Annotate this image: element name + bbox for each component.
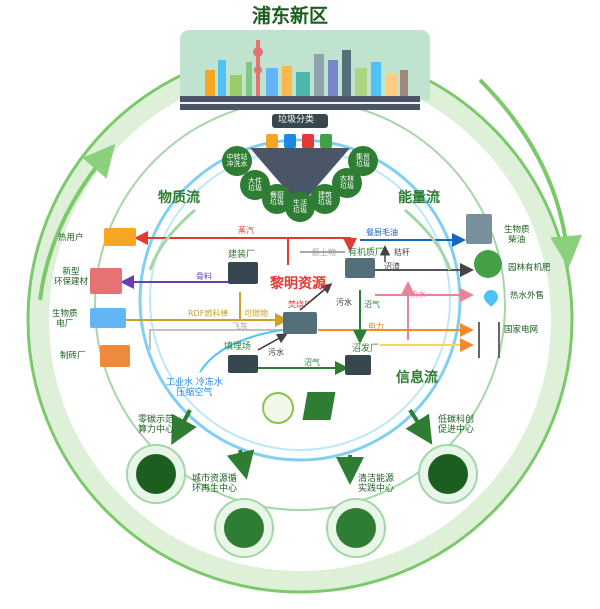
organic-plant-label: 有机质厂 — [348, 248, 385, 258]
recycle-bin-icon — [224, 508, 264, 548]
sorting-funnel — [250, 148, 350, 206]
info-flow-label: 信息流 — [396, 370, 438, 386]
factory-icon — [104, 228, 136, 246]
edge-label-sewage: 污水 — [336, 298, 352, 307]
edge-label-steam: 蒸汽 — [238, 226, 254, 235]
edge-label-fly-ash: 飞灰 — [232, 322, 248, 331]
left-node-label: 新型 环保建材 — [54, 267, 89, 287]
material-flow-label: 物质流 — [158, 190, 200, 206]
company-logo — [302, 392, 336, 420]
skyline-buildings — [205, 40, 408, 96]
edge-label-combustible: 可燃物 — [244, 309, 268, 318]
incinerator-label: 焚烧厂 — [288, 300, 312, 309]
edge-label-biogas: 沼气 — [364, 300, 380, 309]
bin-icon — [320, 134, 332, 148]
edge-label-aggregate: 骨料 — [196, 272, 212, 281]
utilities-label: 工业水 冷冻水 压缩空气 — [166, 378, 223, 399]
computing-center-icon — [126, 444, 186, 504]
landfill-label: 填埋场 — [224, 342, 252, 352]
city-header-bg — [180, 30, 430, 100]
bottom-center-label: 城市资源循 环再生中心 — [192, 474, 238, 495]
right-node-label: 生物质 柴油 — [504, 225, 530, 245]
biogas-plant-label: 沼发厂 — [352, 344, 380, 354]
edge-label-sewage: 污水 — [268, 348, 284, 357]
bottom-center-label: 清洁能源 实践中心 — [358, 474, 395, 495]
flow-lines — [106, 231, 474, 375]
bin-icon — [266, 134, 278, 148]
right-node-label: 热水外售 — [510, 291, 545, 301]
pylon-icon — [478, 322, 500, 358]
landfill-icon — [228, 355, 258, 373]
edge-label-biogas: 沼气 — [304, 358, 320, 367]
edge-label-biogas-residue: 沼渣 — [384, 262, 400, 271]
category-bubble: 集贸 垃圾 — [348, 146, 378, 176]
building-materials-icon — [90, 268, 122, 294]
edge-label-rdf: RDF燃料棒 — [188, 309, 229, 318]
material-arc — [148, 208, 196, 271]
pep-logo — [262, 392, 294, 424]
bottom-center-label: 零碳示范 算力中心 — [138, 415, 175, 436]
edge-label-straw: 秸秆 — [394, 248, 410, 257]
biogas-plant-icon — [345, 355, 371, 375]
lightbulb-icon — [428, 454, 468, 494]
bin-icon — [284, 134, 296, 148]
center-title: 黎明资源 — [270, 276, 326, 292]
sorting-banner — [272, 114, 328, 128]
right-node-label: 国家电网 — [504, 325, 539, 335]
sorting-label: 垃圾分类 — [278, 115, 315, 125]
power-plant-icon — [90, 308, 126, 328]
decoration-plant-icon — [228, 262, 258, 284]
right-node-label: 园林有机肥 — [508, 263, 551, 273]
bin-icon — [302, 134, 314, 148]
tree-icon — [474, 250, 502, 278]
outer-ring-arrow-right — [478, 78, 583, 268]
outer-ring-arrow-left — [38, 143, 116, 301]
incinerator-icon — [283, 312, 317, 334]
edge-label-power: 电力 — [368, 322, 384, 331]
city-road-stripe — [180, 102, 420, 104]
left-node-label: 热用户 — [58, 233, 84, 243]
energy-flow-label: 能量流 — [398, 190, 440, 206]
recycling-center-icon — [214, 498, 274, 558]
innovation-center-icon — [418, 444, 478, 504]
power-tower-icon — [336, 508, 376, 548]
bricks-icon — [100, 345, 130, 367]
organic-plant-icon — [345, 258, 375, 278]
clean-energy-center-icon — [326, 498, 386, 558]
edge-label-hot-water: 热水 — [410, 290, 426, 299]
decoration-plant-label: 建装厂 — [228, 250, 256, 260]
page-title: 浦东新区 — [252, 5, 329, 27]
left-node-label: 生物质 电厂 — [52, 309, 78, 329]
biodiesel-icon — [466, 214, 492, 244]
category-bubble: 大件 垃圾 — [240, 170, 270, 200]
bottom-arrows — [171, 408, 433, 485]
edge-label-kitchen-oil: 餐厨毛油 — [366, 228, 398, 237]
waste-bins — [266, 132, 334, 148]
bottom-center-label: 低碳科创 促进中心 — [438, 415, 475, 436]
left-node-label: 制砖厂 — [60, 351, 86, 361]
edge-label-covering: 肠上物 — [312, 248, 336, 257]
energy-arc — [404, 208, 452, 271]
monitor-icon — [136, 454, 176, 494]
